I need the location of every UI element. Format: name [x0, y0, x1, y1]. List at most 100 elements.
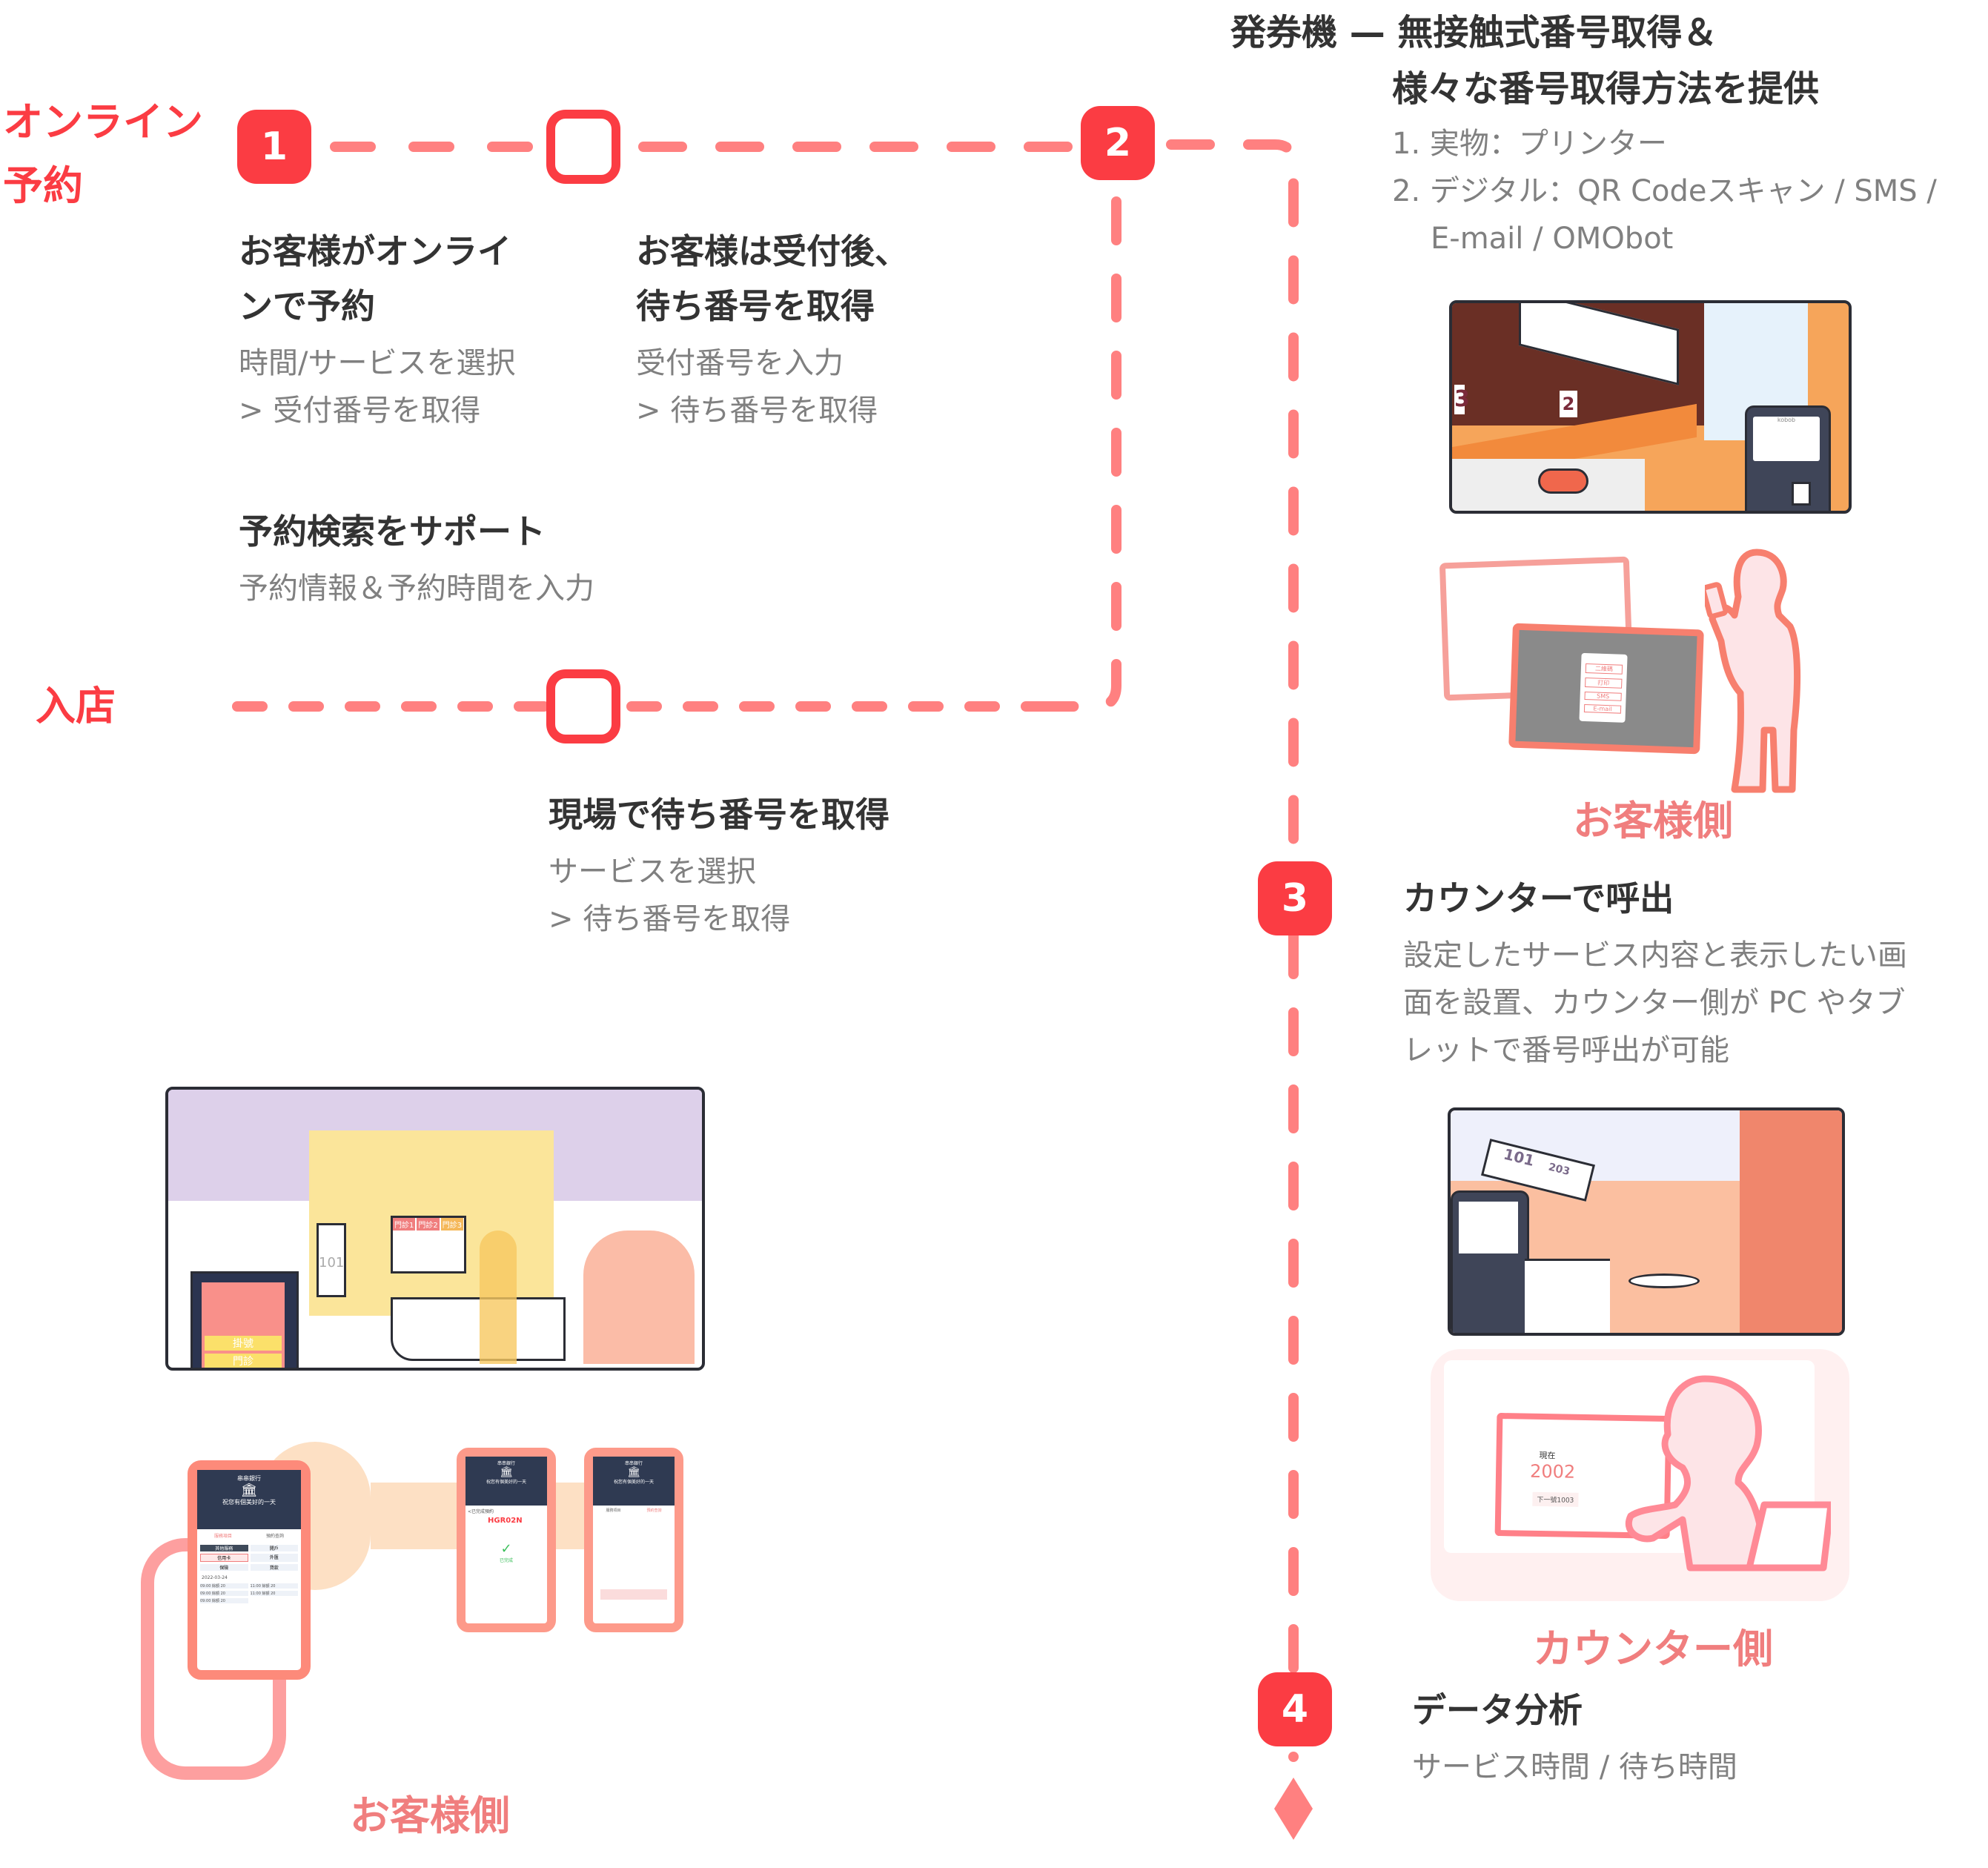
- mobile-booking-illustration: 串串銀行 🏛 祝您有個美好的一天 服務項目 預約查詢 其他服務 開戶 信用卡 外…: [133, 1442, 712, 1790]
- board-header: 門診1: [393, 1218, 416, 1231]
- right-wall: [1740, 1110, 1842, 1333]
- step-desc: サービスを選択 > 待ち番号を取得: [549, 848, 993, 943]
- phone-header: 串串銀行 🏛 祝您有個美好的一天: [593, 1457, 675, 1506]
- popup-option: 打印: [1585, 677, 1623, 689]
- tablet-current-label: 現在: [1539, 1450, 1556, 1461]
- check-icon: ✓: [500, 1541, 512, 1557]
- connector-badge2-down: [1033, 196, 1121, 712]
- desc-line: 面を設置、カウンター側が PC やタブ: [1403, 986, 1906, 1020]
- confirm-status: 已完成: [499, 1558, 513, 1563]
- board-header: 門診3: [440, 1218, 464, 1231]
- counter-number-sign: 3: [1454, 385, 1470, 414]
- waiting-people: [583, 1231, 695, 1364]
- tab[interactable]: 服務項目: [606, 1508, 621, 1513]
- customer-figure: [1705, 549, 1801, 793]
- step-online-reserve: お客様がオンラインで予約 時間/サービスを選択> 受付番号を取得: [239, 224, 594, 434]
- phone-confirmation: 串串銀行 🏛 祝您有個美好的一天 <已完成預約 HGR02N ✓ 已完成: [457, 1448, 556, 1632]
- reception-desk: [391, 1297, 566, 1361]
- greeting: 祝您有個美好的一天: [613, 1480, 654, 1485]
- ticket-kiosk: kobob: [1745, 405, 1831, 511]
- counter-scene-illustration: 101 203: [1448, 1107, 1845, 1336]
- tab[interactable]: 預約查詢: [646, 1508, 662, 1513]
- kiosk-screen: [1459, 1202, 1518, 1253]
- time-slot[interactable]: 11:00 餘額 20: [250, 1591, 298, 1596]
- submit-button[interactable]: [600, 1589, 667, 1600]
- date-field[interactable]: 2022-03-24: [202, 1575, 228, 1580]
- service-counter: [1525, 1259, 1610, 1333]
- counter-number-sign: 2: [1560, 391, 1577, 417]
- desc-line: サービスを選択: [549, 855, 756, 889]
- kiosk-button: 門診: [205, 1354, 282, 1368]
- step-badge-4: 4: [1258, 1672, 1332, 1746]
- step-desc: 受付番号を入力 > 待ち番号を取得: [636, 340, 992, 434]
- title-line: 待ち番号を取得: [636, 286, 875, 326]
- tablet-next-number: 下一號1003: [1532, 1491, 1579, 1507]
- service-button[interactable]: 保險: [200, 1564, 248, 1571]
- round-table: [1628, 1274, 1700, 1288]
- kiosk-screen: kobob: [1753, 417, 1820, 461]
- step-badge-2: 2: [1081, 106, 1155, 180]
- person-silhouette: [480, 1231, 517, 1364]
- bank-building-icon: 🏛: [240, 1483, 258, 1498]
- ticket-method-popup: 二維碼 打印 SMS E-mail: [1579, 652, 1628, 723]
- title-line: お客様がオンライ: [239, 231, 511, 271]
- time-slot[interactable]: 09:00 餘額 20: [200, 1591, 248, 1596]
- service-grid: 其他服務 開戶 信用卡 外匯 保險 貸款: [197, 1542, 301, 1574]
- step-desc: 時間/サービスを選択> 受付番号を取得: [239, 340, 594, 434]
- connector-to-kiosk: [1166, 139, 1299, 858]
- time-slots: 09:00 餘額 20 11:00 餘額 20 09:00 餘額 20 11:0…: [197, 1582, 301, 1605]
- step-data-analytics: データ分析 サービス時間 / 待ち時間: [1412, 1683, 1931, 1791]
- step-search-support: 予約検索をサポート 予約情報＆予約時間を入力: [239, 504, 758, 612]
- end-diamond-icon: [1274, 1778, 1313, 1840]
- bank-building-icon: 🏛: [627, 1466, 640, 1478]
- step-badge-3: 3: [1258, 861, 1332, 935]
- desc-line: 設定したサービス内容と表示したい画: [1403, 938, 1907, 973]
- ticket-kiosk: [1451, 1190, 1529, 1333]
- step-counter-call: カウンターで呼出 設定したサービス内容と表示したい画 面を設置、カウンター側が …: [1403, 871, 1981, 1074]
- kiosk-method-item: E-mail / OMObot: [1431, 222, 1674, 256]
- service-button[interactable]: 信用卡: [200, 1554, 248, 1562]
- step-title: 予約検索をサポート: [239, 511, 546, 552]
- tab[interactable]: 服務項目: [213, 1534, 232, 1539]
- tablet-current-number: 2002: [1529, 1460, 1576, 1483]
- desc-line: 受付番号を入力: [636, 346, 844, 380]
- kiosk-method-list: 1. 実物：プリンター 2. デジタル：QR Codeスキャン / SMS / …: [1392, 120, 1985, 262]
- bank-name: 串串銀行: [624, 1461, 643, 1466]
- time-slot[interactable]: 09:00 餘額 20: [200, 1598, 248, 1603]
- kiosk-method-item: 1. 実物：プリンター: [1392, 127, 1667, 161]
- popup-option: E-mail: [1583, 703, 1622, 714]
- time-slot[interactable]: 11:00 餘額 20: [250, 1583, 298, 1589]
- counter-tablet-illustration: 現在 2002 下一號1003: [1431, 1349, 1849, 1601]
- desc-line: > 待ち番号を取得: [636, 394, 878, 428]
- kiosk-scene-illustration: 3 2 kobob: [1449, 300, 1852, 514]
- service-button[interactable]: 貸款: [250, 1564, 298, 1571]
- confirm-code: HGR02N: [488, 1517, 523, 1525]
- step-desc: 設定したサービス内容と表示したい画 面を設置、カウンター側が PC やタブ レッ…: [1403, 932, 1981, 1074]
- kiosk-method-item: 2. デジタル：QR Codeスキャン / SMS /: [1392, 174, 1937, 208]
- counter-side-label: カウンター側: [1533, 1626, 1773, 1672]
- desc-line: > 待ち番号を取得: [549, 902, 791, 936]
- customer-tablet-illustration: 二維碼 打印 SMS E-mail: [1438, 545, 1809, 797]
- step-title: 現場で待ち番号を取得: [549, 795, 889, 835]
- title-line: ンで予約: [239, 286, 375, 326]
- step-title: お客様がオンラインで予約: [239, 224, 594, 334]
- kiosk-title-line1: 発券機 — 無接触式番号取得＆: [1230, 12, 1718, 53]
- step-desc: サービス時間 / 待ち時間: [1412, 1750, 1737, 1784]
- title-line: お客様は受付後、: [636, 231, 909, 271]
- service-button[interactable]: 開戶: [250, 1545, 298, 1551]
- service-button[interactable]: 其他服務: [200, 1545, 248, 1551]
- printer-slot-icon: [1792, 482, 1811, 506]
- bank-name: 串串銀行: [237, 1475, 261, 1482]
- board-header: 門診2: [417, 1218, 440, 1231]
- step-walkin: 現場で待ち番号を取得 サービスを選択 > 待ち番号を取得: [549, 787, 993, 943]
- phone-header: 串串銀行 🏛 祝您有個美好的一天: [197, 1470, 301, 1529]
- time-slot[interactable]: 09:00 餘額 20: [200, 1583, 248, 1589]
- flow-node-checkin: [546, 110, 620, 184]
- step-checkin: お客様は受付後、待ち番号を取得 受付番号を入力 > 待ち番号を取得: [636, 224, 992, 434]
- room-sign: 101: [317, 1223, 346, 1297]
- step-badge-1: 1: [237, 110, 311, 184]
- clinic-board: 門診1 門診2 門診3: [391, 1216, 466, 1274]
- service-button[interactable]: 外匯: [250, 1554, 298, 1562]
- tab[interactable]: 預約查詢: [265, 1534, 284, 1539]
